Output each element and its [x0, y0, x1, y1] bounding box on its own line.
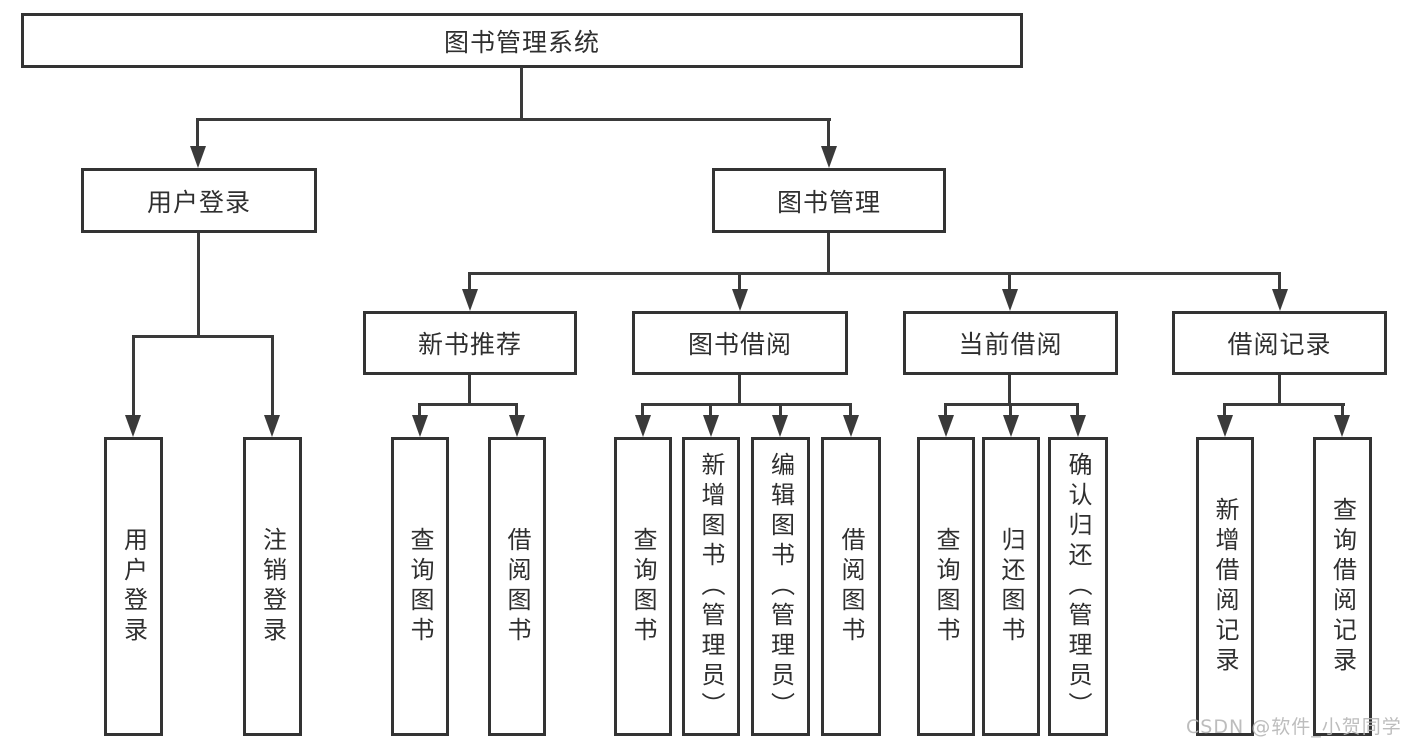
leaf-query-borrow-record: 查询借阅记录 [1313, 437, 1372, 736]
leaf-logout: 注销登录 [243, 437, 302, 736]
csdn-watermark: CSDN @软件_小贺同学 [1186, 716, 1402, 738]
connector-drop-leaf [1076, 403, 1079, 419]
connector-drop-book-borrow [738, 272, 741, 292]
connector-stem-new-books [468, 375, 471, 403]
connector-drop-leaf [709, 403, 712, 419]
connector-drop-leaf [944, 403, 947, 419]
node-book-borrow: 图书借阅 [632, 311, 848, 375]
connector-drop-current-borrow [1008, 272, 1011, 292]
leaf-return-books: 归还图书 [982, 437, 1040, 736]
connector-drop-borrow-records [1278, 272, 1281, 292]
node-book-management: 图书管理 [712, 168, 946, 233]
arrowhead-leaf [843, 415, 859, 437]
connector-book-bus [468, 272, 1281, 275]
connector-drop-leaf-user-login [132, 335, 135, 417]
connector-user-stem [197, 233, 200, 335]
leaf-edit-books-admin: 编辑图书（管理员） [751, 437, 810, 736]
arrowhead-leaf [635, 415, 651, 437]
node-borrow-records: 借阅记录 [1172, 311, 1387, 375]
connector-drop-book-mgmt [827, 118, 830, 148]
connector-stem-book-borrow [738, 375, 741, 403]
arrowhead-book-borrow [732, 289, 748, 311]
arrowhead-leaf [412, 415, 428, 437]
leaf-borrow-books-recommend: 借阅图书 [488, 437, 546, 736]
connector-drop-leaf-logout [271, 335, 274, 417]
arrowhead-user-login [190, 146, 206, 168]
arrowhead-leaf [938, 415, 954, 437]
arrowhead-leaf [1334, 415, 1350, 437]
connector-user-bus [132, 335, 274, 338]
connector-drop-user-login [196, 118, 199, 148]
arrowhead-leaf-logout [264, 415, 280, 437]
connector-drop-leaf [418, 403, 421, 419]
leaf-query-books-recommend: 查询图书 [391, 437, 449, 736]
connector-stem-borrow-records [1278, 375, 1281, 403]
connector-bus-new-books [418, 403, 518, 406]
arrowhead-borrow-records [1272, 289, 1288, 311]
connector-drop-new-books [468, 272, 471, 292]
connector-drop-leaf [779, 403, 782, 419]
leaf-add-books-admin: 新增图书（管理员） [682, 437, 740, 736]
arrowhead-leaf [1003, 415, 1019, 437]
connector-drop-leaf [641, 403, 644, 419]
connector-drop-leaf [1341, 403, 1344, 419]
arrowhead-leaf [1070, 415, 1086, 437]
leaf-add-borrow-record: 新增借阅记录 [1196, 437, 1254, 736]
arrowhead-leaf [509, 415, 525, 437]
connector-bus-book-borrow [641, 403, 852, 406]
leaf-borrow-books: 借阅图书 [821, 437, 881, 736]
node-user-login-branch: 用户登录 [81, 168, 317, 233]
arrowhead-leaf [1217, 415, 1233, 437]
connector-drop-leaf [1223, 403, 1226, 419]
leaf-confirm-return-admin: 确认归还（管理员） [1048, 437, 1108, 736]
node-library-system: 图书管理系统 [21, 13, 1023, 68]
arrowhead-new-books [462, 289, 478, 311]
leaf-query-books-current: 查询图书 [917, 437, 975, 736]
arrowhead-leaf [772, 415, 788, 437]
arrowhead-leaf-user-login [125, 415, 141, 437]
leaf-user-login: 用户登录 [104, 437, 163, 736]
connector-drop-leaf [515, 403, 518, 419]
connector-drop-leaf [1009, 403, 1012, 419]
connector-root-bus [196, 118, 831, 121]
connector-stem-current-borrow [1008, 375, 1011, 403]
leaf-query-books-borrow: 查询图书 [614, 437, 672, 736]
connector-drop-leaf [849, 403, 852, 419]
connector-root-stem [520, 67, 523, 118]
arrowhead-current-borrow [1002, 289, 1018, 311]
node-current-borrow: 当前借阅 [903, 311, 1118, 375]
node-new-book-recommend: 新书推荐 [363, 311, 577, 375]
connector-bus-borrow-records [1223, 403, 1345, 406]
arrowhead-leaf [703, 415, 719, 437]
connector-book-stem [827, 233, 830, 272]
arrowhead-book-mgmt [821, 146, 837, 168]
